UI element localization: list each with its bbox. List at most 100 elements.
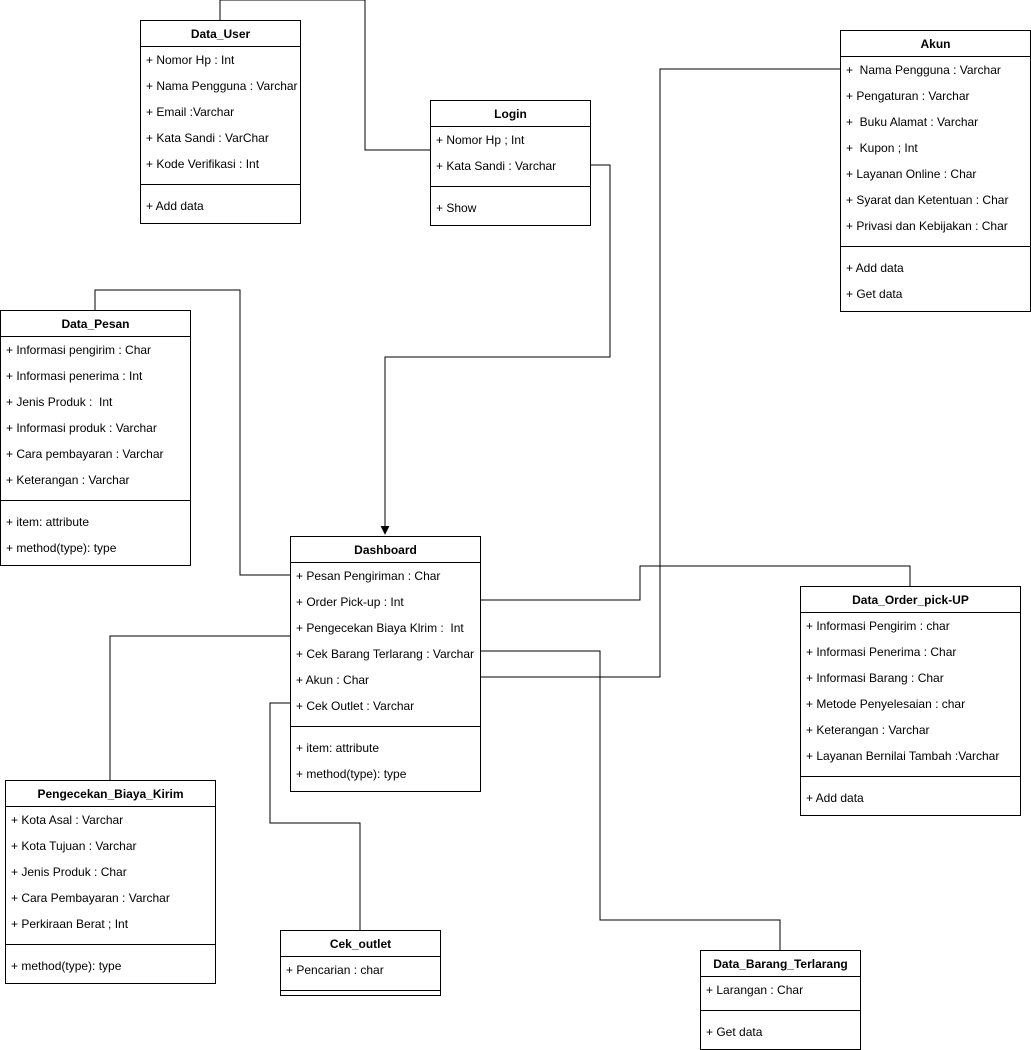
class-attribute: + Keterangan : Varchar (806, 723, 930, 737)
class-method: + item: attribute (6, 515, 90, 529)
class-method: + method(type): type (6, 541, 117, 555)
method-spacer (1, 501, 190, 509)
class-method: + Show (436, 201, 477, 215)
class-divider (6, 937, 215, 945)
class-footer (1, 561, 190, 565)
class-method: + Get data (706, 1025, 763, 1039)
class-title: Data_User (141, 21, 300, 47)
class-attribute: + Pesan Pengiriman : Char (296, 569, 441, 583)
class-method: + Add data (806, 791, 864, 805)
connector-login-dashboard (380, 164, 611, 535)
class-attribute: + Informasi penerima : Int (6, 369, 143, 383)
class-attribute: + Kode Verifikasi : Int (146, 157, 260, 171)
class-method: + method(type): type (296, 767, 407, 781)
class-attribute: + Informasi Penerima : Char (806, 645, 957, 659)
class-attribute: + Akun : Char (296, 673, 370, 687)
class-attribute: + Kota Tujuan : Varchar (11, 839, 137, 853)
class-attribute: + Informasi Pengirim : char (806, 619, 950, 633)
class-data-order-pickup[interactable]: Data_Order_pick-UP + Informasi Pengirim :… (800, 586, 1021, 816)
class-footer (6, 979, 215, 983)
class-attribute: + Syarat dan Ketentuan : Char (846, 193, 1009, 207)
class-divider (801, 769, 1020, 777)
class-dashboard[interactable]: Dashboard + Pesan Pengiriman : Char + Orde… (290, 536, 481, 792)
class-attribute: + Jenis Produk : Char (11, 865, 127, 879)
class-data-user[interactable]: Data_User + Nomor Hp : Int + Nama Pengguna… (140, 20, 301, 224)
class-attribute: + Kata Sandi : Varchar (436, 159, 557, 173)
connector-dashboard-biaya-kirim (109, 635, 290, 780)
class-footer (701, 1045, 860, 1049)
class-pengecekan-biaya-kirim[interactable]: Pengecekan_Biaya_Kirim + Kota Asal : Varc… (5, 780, 216, 984)
class-divider (291, 719, 480, 727)
class-attribute: + Kota Asal : Varchar (11, 813, 124, 827)
class-title: Cek_outlet (281, 931, 440, 957)
class-akun[interactable]: Akun+ Nama Pengguna : Varchar+ Pengatura… (840, 30, 1031, 312)
method-spacer (841, 247, 1030, 255)
class-attribute: + Keterangan : Varchar (6, 473, 130, 487)
class-attribute: + Nama Pengguna : Varchar (846, 63, 1001, 77)
class-attribute: + Nomor Hp : Int (146, 53, 235, 67)
class-attribute: + Buku Alamat : Varchar (846, 115, 979, 129)
method-spacer (6, 945, 215, 953)
method-spacer (291, 727, 480, 735)
connector-data-pesan-dashboard (94, 289, 290, 576)
class-attribute: + Layanan Online : Char (846, 167, 977, 181)
connector-dashboard-cek-outlet (269, 702, 361, 930)
class-attribute: + Informasi pengirim : Char (6, 343, 152, 357)
method-spacer (701, 1011, 860, 1019)
class-attribute: + Jenis Produk : Int (6, 395, 113, 409)
class-attribute: + Cara pembayaran : Varchar (6, 447, 164, 461)
class-title: Login (431, 101, 590, 127)
class-login[interactable]: Login+ Nomor Hp ; Int+ Kata Sandi : Varc… (430, 100, 591, 226)
class-divider (141, 177, 300, 185)
connector-dashboard-order-pickup (480, 565, 911, 601)
class-attribute: + Kata Sandi : VarChar (146, 131, 269, 145)
class-attribute: + Cara Pembayaran : Varchar (11, 891, 170, 905)
class-title: Dashboard (291, 537, 480, 563)
class-method: + method(type): type (11, 959, 122, 973)
class-divider (431, 179, 590, 187)
connector-data-user-login (219, 0, 430, 151)
class-attribute: + Informasi Barang : Char (806, 671, 944, 685)
class-title: Data_Pesan (1, 311, 190, 337)
class-footer (431, 221, 590, 225)
class-footer (841, 307, 1030, 311)
class-attribute: + Email :Varchar (146, 105, 235, 119)
method-spacer (431, 187, 590, 195)
class-footer (801, 811, 1020, 815)
class-data-pesan[interactable]: Data_Pesan + Informasi pengirim : Char + I… (0, 310, 191, 566)
class-attribute: + Order Pick-up : Int (296, 595, 404, 609)
class-divider (281, 983, 440, 991)
class-attribute: + Kupon ; Int (846, 141, 918, 155)
connector-dashboard-akun (480, 68, 840, 678)
class-divider (841, 239, 1030, 247)
class-title: Pengecekan_Biaya_Kirim (6, 781, 215, 807)
class-cek-outlet[interactable]: Cek_outlet + Pencarian : char (280, 930, 441, 996)
class-title: Data_Barang_Terlarang (701, 951, 860, 977)
class-divider (1, 493, 190, 501)
class-footer (141, 219, 300, 223)
class-attribute: + Pengaturan : Varchar (846, 89, 970, 103)
class-attribute: + Privasi dan Kebijakan : Char (846, 219, 1008, 233)
class-attribute: + Perkiraan Berat ; Int (11, 917, 129, 931)
class-method: + Add data (846, 261, 904, 275)
class-method: + Get data (846, 287, 903, 301)
class-attribute: + Layanan Bernilai Tambah :Varchar (806, 749, 1000, 763)
class-title: Data_Order_pick-UP (801, 587, 1020, 613)
method-spacer (801, 777, 1020, 785)
class-footer (281, 991, 440, 995)
class-footer (291, 787, 480, 791)
class-attribute: + Nama Pengguna : Varchar (146, 79, 298, 93)
class-attribute: + Metode Penyelesaian : char (806, 697, 966, 711)
class-attribute: + Pencarian : char (286, 963, 384, 977)
class-attribute: + Cek Barang Terlarang : Varchar (296, 647, 474, 661)
class-method: + item: attribute (296, 741, 380, 755)
class-method: + Add data (146, 199, 204, 213)
method-spacer (141, 185, 300, 193)
class-attribute: + Informasi produk : Varchar (6, 421, 157, 435)
class-data-barang-terlarang[interactable]: Data_Barang_Terlarang + Larangan : Char + … (700, 950, 861, 1050)
class-attribute: + Larangan : Char (706, 983, 804, 997)
connector-dashboard-barang-terlarang (480, 650, 781, 950)
class-attribute: + Pengecekan Biaya Klrim : Int (296, 621, 464, 635)
class-divider (701, 1003, 860, 1011)
